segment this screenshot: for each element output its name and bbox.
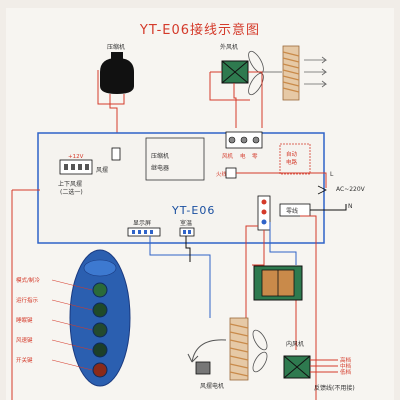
fan-speed-taps: 高档 中档 低档 反馈线(不用接) [310,356,355,392]
outdoor-fan-motor: 外风机 [220,43,249,84]
top-wires [97,70,263,150]
sensor-socket: 室温 [179,219,195,237]
swing-motor-label-2: (二选一) [60,188,83,196]
remote-side-label-3: 睡眠键 [16,316,33,324]
relay-label-1: 压缩机 [151,152,169,160]
swing-motor: 风摆电机 [187,339,227,390]
remote-callout-line [51,339,93,351]
terminal-label-b: 电 [240,152,246,160]
auto-label-2: 电路 [286,158,298,166]
terminal-label-c: 零 [252,153,258,160]
remote-button-2[interactable] [92,302,108,318]
compressor-label: 压缩机 [107,43,125,51]
auto-label-1: 自动 [286,150,298,158]
display-socket: 显示屏 [127,220,161,237]
auto-circuit: 自动 电路 [279,143,311,175]
remote-side-label-5: 开关键 [16,356,33,364]
neutral-terminal: 零线 [257,195,347,231]
board-wires [11,189,317,400]
fan-speed-mid-label: 中档 [340,362,352,370]
swing-motor-bottom-label: 风摆电机 [200,382,224,390]
diagram-title: YT-E06接线示意图 [139,22,260,38]
relay-label-2: 继电器 [151,164,169,172]
display-label: 显示屏 [133,220,151,227]
power-section: 火线 L AC~220V N [216,167,366,210]
remote-button-5[interactable] [92,362,108,378]
remote-button-3[interactable] [92,322,108,338]
remote-control [69,249,131,387]
transformer [253,265,303,301]
remote-callout-line [51,319,93,331]
compressor-relay: 压缩机 继电器 [111,137,205,181]
sensor-label: 室温 [180,219,192,227]
neutral-label: 零线 [286,207,298,215]
remote-side-label-2: 运行指示 [16,296,39,304]
outdoor-coil [282,45,300,101]
drain-line-label: 反馈线(不用接) [314,384,355,392]
swing-label: 风摆 [96,166,108,174]
ac-l-label: L [330,171,334,178]
remote-callout-line [51,359,93,371]
fan-terminal-block: 风机 电 零 [222,131,263,160]
indoor-fan-blades-icon [252,329,268,373]
outdoor-fan-label: 外风机 [220,43,238,51]
remote-callout-line [51,299,93,311]
control-board [37,132,325,244]
terminal-label-a: 风机 [222,152,234,160]
swing-connector: +12V 风摆 上下风摆 (二选一) [58,154,108,196]
remote-callout-line [51,279,93,291]
indoor-fan-label: 内风机 [286,340,304,348]
ac-n-label: N [348,203,353,210]
swing-motor-label-1: 上下风摆 [58,180,82,188]
compressor: 压缩机 [100,43,134,94]
fan-speed-low-label: 低档 [340,368,352,376]
remote-side-label-1: 模式/制冷 [16,276,40,284]
remote-button-4[interactable] [92,342,108,358]
relay-fuse [111,147,121,161]
ac-voltage-label: AC~220V [336,186,366,193]
remote-side-label-4: 风速键 [16,336,33,344]
fuse-label: 火线 [216,170,228,178]
indoor-fan-motor: 内风机 [283,340,311,379]
model-label: YT-E06 [171,204,215,217]
remote-button-1[interactable] [92,282,108,298]
fan-speed-high-label: 高档 [340,356,352,364]
plus-12v-label: +12V [68,154,84,160]
remote-buttons [92,282,108,378]
indoor-coil [229,317,249,381]
airflow-arrows-icon [304,56,328,88]
